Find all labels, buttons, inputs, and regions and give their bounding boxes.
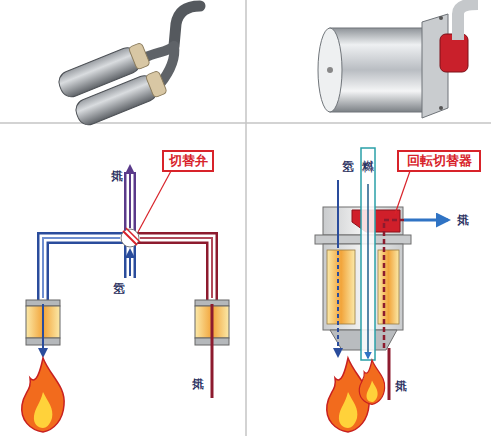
exhaust-line — [388, 348, 391, 400]
panel-divider — [245, 0, 247, 436]
flame-core — [339, 392, 358, 428]
valve-plate — [123, 231, 137, 245]
flame — [359, 360, 384, 404]
flow-label: 排気 — [110, 160, 124, 162]
switching-valve — [121, 229, 139, 247]
flame — [22, 358, 64, 432]
bolt — [439, 106, 443, 110]
air-flow — [43, 238, 120, 298]
rotary-schematic — [315, 148, 448, 432]
exhaust-line — [211, 304, 214, 398]
air-pipe — [43, 238, 130, 300]
air-flow-arrow — [42, 304, 44, 356]
flow-label: 排気 — [191, 368, 205, 370]
flow-label: 燃料 — [361, 150, 375, 152]
exhaust-arrow — [404, 219, 448, 222]
elbow-pipe — [458, 4, 478, 40]
exhaust-flow-arrow — [129, 166, 131, 228]
flame-outer — [22, 358, 64, 432]
collar — [128, 42, 150, 69]
regenerator — [378, 250, 399, 324]
twin-burner-render — [56, 6, 200, 128]
pipe — [174, 6, 200, 46]
fuel-tube — [361, 148, 375, 360]
collar — [145, 70, 167, 97]
nozzle — [327, 67, 333, 73]
callout-box: 切替弁 — [162, 150, 214, 172]
leader-line — [138, 171, 171, 232]
exhaust-flow — [140, 238, 212, 298]
exhaust-line — [384, 220, 404, 348]
flow-label: 排気 — [456, 204, 470, 206]
fuel-line — [367, 184, 369, 358]
air-line — [337, 180, 339, 244]
burner-cylinder — [73, 69, 168, 128]
regenerator — [327, 250, 355, 324]
callout-label: 回転切替器 — [407, 153, 472, 169]
valve-schematic — [22, 166, 229, 432]
air-flow-arrow — [129, 250, 131, 276]
pipe — [160, 46, 174, 84]
flame-core — [367, 380, 378, 402]
panel-divider — [0, 122, 491, 124]
callout-label: 切替弁 — [169, 153, 208, 169]
exhaust-pipe — [130, 238, 212, 300]
rotary-burner-render — [318, 4, 478, 118]
valve-plate — [126, 228, 140, 242]
flow-label: 空気 — [341, 150, 355, 152]
flame-core — [34, 392, 53, 428]
pipe-bore — [43, 172, 212, 300]
callout-box: 回転切替器 — [397, 150, 481, 172]
cylinder-body — [330, 28, 428, 112]
leader-line — [395, 171, 410, 214]
flow-label: 空気 — [112, 272, 126, 274]
flame-outer — [359, 360, 384, 404]
flow-label: 排気 — [394, 370, 408, 372]
cylinder-face — [318, 28, 342, 112]
air-line — [337, 244, 339, 356]
bolt — [439, 16, 443, 20]
